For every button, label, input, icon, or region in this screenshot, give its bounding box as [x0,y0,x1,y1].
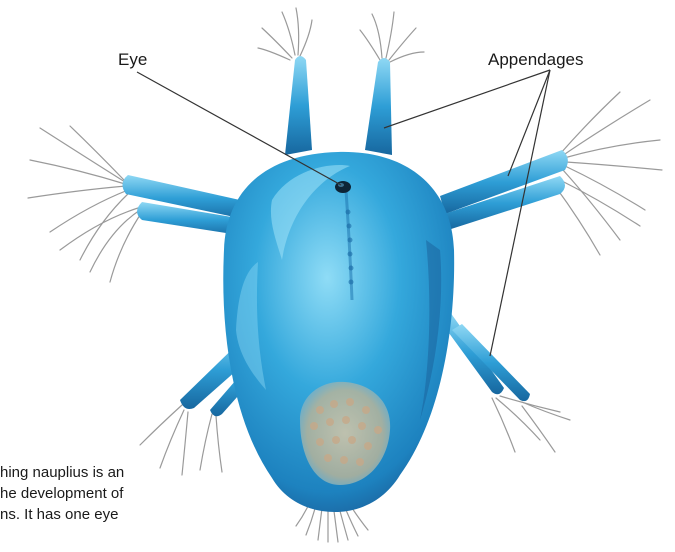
caption-line-3: ns. It has one eye [0,504,210,525]
caption: hing nauplius is an he development of ns… [0,462,210,525]
caption-line-2: he development of [0,483,210,504]
caption-line-1: hing nauplius is an [0,462,210,483]
appendages-label: Appendages [488,50,583,70]
eye-label: Eye [118,50,147,70]
